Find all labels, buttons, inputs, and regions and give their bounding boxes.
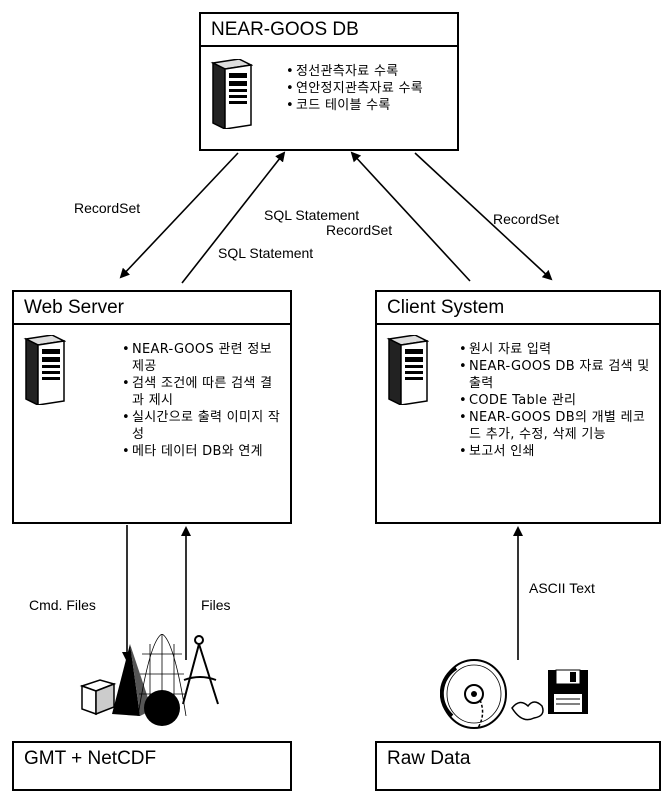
db-item: 코드 테이블 수록 xyxy=(286,97,456,114)
label-sql-statement-left: SQL Statement xyxy=(218,245,314,261)
web-item: NEAR-GOOS 관련 정보 제공 xyxy=(122,341,282,375)
server-tower-icon xyxy=(210,59,253,129)
client-title: Client System xyxy=(377,292,659,325)
arrow-web-to-db xyxy=(181,151,286,284)
client-item: 보고서 인쇄 xyxy=(459,443,655,460)
web-title: Web Server xyxy=(14,292,290,325)
near-goos-db-box: NEAR-GOOS DB 정선관측자료 수록 연안정지관측자료 수록 코드 테이… xyxy=(199,12,459,151)
label-cmd-files: Cmd. Files xyxy=(29,597,96,613)
raw-title: Raw Data xyxy=(377,743,659,776)
db-item: 정선관측자료 수록 xyxy=(286,63,456,80)
server-tower-icon xyxy=(386,335,429,405)
web-item: 검색 조건에 따른 검색 결과 제시 xyxy=(122,375,282,409)
web-item: 실시간으로 출력 이미지 작성 xyxy=(122,409,282,443)
web-server-box: Web Server NEAR-GOOS 관련 정보 제공 검색 조건에 따른 … xyxy=(12,290,292,524)
web-item: 메타 데이터 DB와 연계 xyxy=(122,443,282,460)
client-items: 원시 자료 입력 NEAR-GOOS DB 자료 검색 및 출력 CODE Ta… xyxy=(459,341,655,460)
db-item: 연안정지관측자료 수록 xyxy=(286,80,456,97)
db-title: NEAR-GOOS DB xyxy=(201,14,457,47)
cd-disc-icon xyxy=(440,659,507,729)
client-item: 원시 자료 입력 xyxy=(459,341,655,358)
label-files: Files xyxy=(201,597,231,613)
label-sql-statement-right: SQL Statement xyxy=(264,207,360,223)
floppy-disk-icon xyxy=(511,669,588,721)
label-recordset-left: RecordSet xyxy=(74,200,141,216)
db-body: 정선관측자료 수록 연안정지관측자료 수록 코드 테이블 수록 xyxy=(201,47,457,149)
client-body: 원시 자료 입력 NEAR-GOOS DB 자료 검색 및 출력 CODE Ta… xyxy=(377,325,659,522)
label-ascii-text: ASCII Text xyxy=(529,580,595,596)
web-body: NEAR-GOOS 관련 정보 제공 검색 조건에 따른 검색 결과 제시 실시… xyxy=(14,325,290,522)
db-items: 정선관측자료 수록 연안정지관측자료 수록 코드 테이블 수록 xyxy=(286,63,456,114)
client-item: NEAR-GOOS DB의 개별 레코드 추가, 수정, 삭제 기능 xyxy=(459,409,655,443)
label-recordset-mid: RecordSet xyxy=(326,222,393,238)
gmt-title: GMT + NetCDF xyxy=(14,743,290,776)
client-system-box: Client System 원시 자료 입력 NEAR-GOOS DB 자료 검… xyxy=(375,290,661,524)
arrow-db-to-client xyxy=(414,152,553,281)
arrow-db-to-web xyxy=(119,152,239,279)
graphics-tools-icon xyxy=(79,634,219,726)
web-items: NEAR-GOOS 관련 정보 제공 검색 조건에 따른 검색 결과 제시 실시… xyxy=(122,341,282,460)
server-tower-icon xyxy=(23,335,66,405)
label-recordset-right: RecordSet xyxy=(493,211,560,227)
raw-data-box: Raw Data xyxy=(375,741,661,791)
arrow-client-to-db xyxy=(350,151,471,282)
client-item: NEAR-GOOS DB 자료 검색 및 출력 xyxy=(459,358,655,392)
client-item: CODE Table 관리 xyxy=(459,392,655,409)
gmt-netcdf-box: GMT + NetCDF xyxy=(12,741,292,791)
